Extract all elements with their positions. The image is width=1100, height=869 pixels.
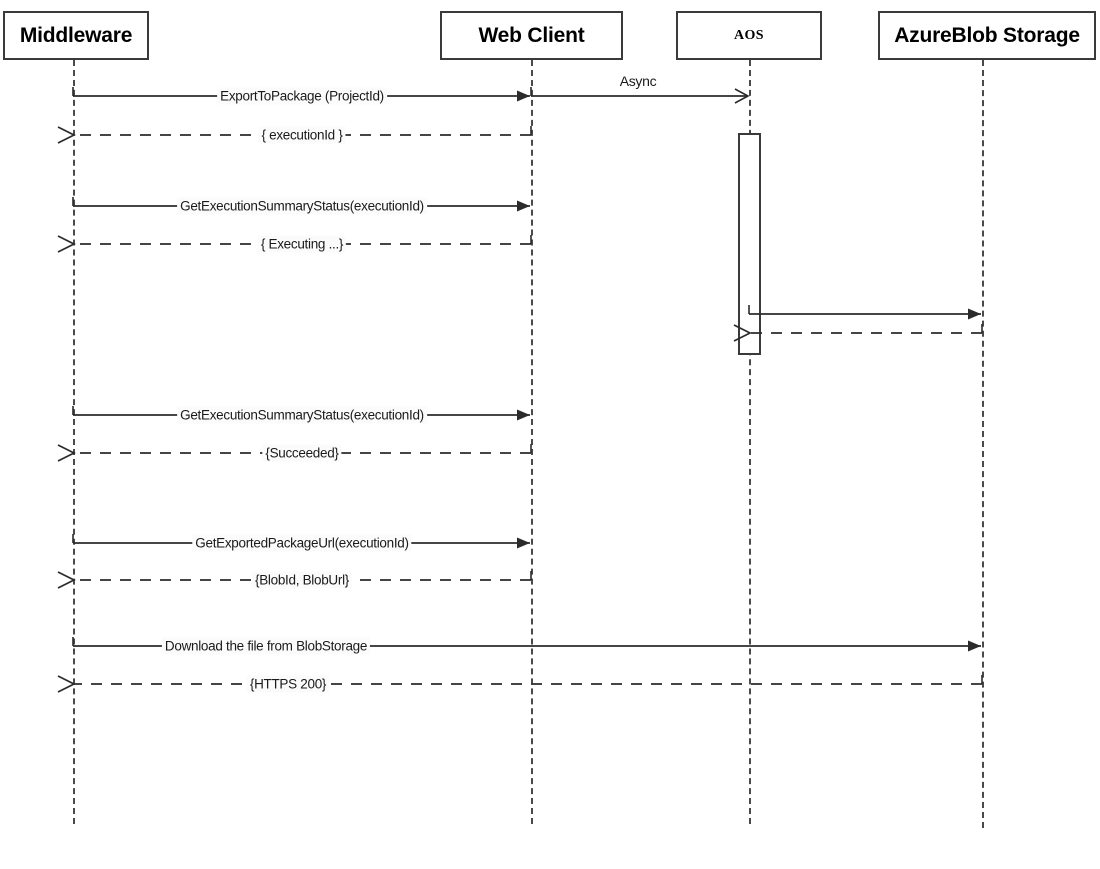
message-label-5: { Executing ...} — [257, 235, 347, 253]
message-label-3: { executionId } — [258, 126, 346, 144]
message-label-2: Async — [593, 70, 683, 94]
lifeline-azureblob-storage — [982, 60, 984, 828]
participant-azureblob-storage[interactable]: AzureBlob Storage — [878, 11, 1096, 60]
message-label-8: GetExecutionSummaryStatus(executionId) — [177, 406, 427, 424]
message-arrow-paths — [57, 87, 983, 693]
message-label-4: GetExecutionSummaryStatus(executionId) — [177, 197, 427, 215]
message-label-13: {HTTPS 200} — [246, 675, 330, 693]
participant-middleware[interactable]: Middleware — [3, 11, 149, 60]
lifeline-middleware — [73, 60, 75, 824]
participant-azureblob-storage-label: AzureBlob Storage — [894, 23, 1080, 47]
message-label-1: ExportToPackage (ProjectId) — [217, 87, 387, 105]
message-label-11: {BlobId, BlobUrl} — [252, 571, 352, 589]
message-label-10: GetExportedPackageUrl(executionId) — [192, 534, 412, 552]
participant-web-client-label: Web Client — [478, 23, 585, 47]
lifeline-web-client — [531, 60, 533, 824]
participant-aos[interactable]: AOS — [676, 11, 822, 60]
participant-middleware-label: Middleware — [19, 23, 133, 47]
activation-bar-aos — [738, 133, 761, 355]
participant-aos-label: AOS — [734, 27, 764, 43]
lifeline-aos — [749, 60, 751, 824]
participant-web-client[interactable]: Web Client — [440, 11, 623, 60]
message-label-9: {Succeeded} — [262, 444, 342, 462]
message-label-12: Download the file from BlobStorage — [161, 637, 371, 655]
